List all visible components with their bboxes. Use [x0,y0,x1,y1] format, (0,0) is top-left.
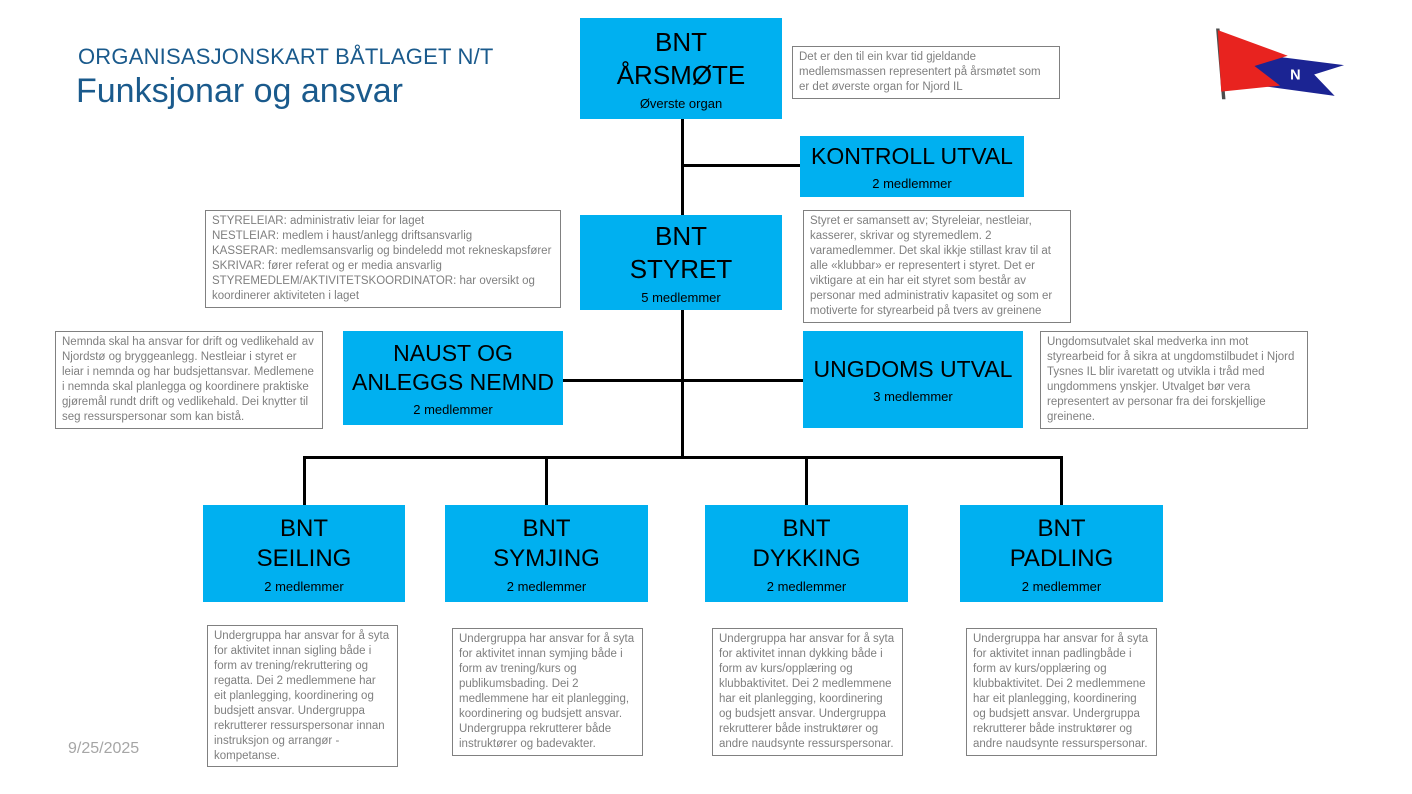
logo-red-burgee [1217,30,1288,92]
connector-kontroll-branch [681,164,800,167]
node-subtitle: 3 medlemmer [873,388,953,404]
connector-arsmote-styret [681,119,684,216]
note-seiling: Undergruppa har ansvar for å syta for ak… [207,625,398,768]
connector-drop-symjing [545,456,548,505]
note-styre-roller: STYRELEIAR: administrativ leiar for lage… [205,210,561,308]
node-title: PADLING [1009,544,1114,572]
chart-kicker-title: ORGANISASJONSKART BÅTLAGET N/T [78,44,494,69]
node-subtitle: 2 medlemmer [506,578,587,594]
node-title: BNT [655,221,707,251]
node-title: DYKKING [752,544,861,572]
logo-letter: N [1290,68,1300,84]
node-title: ANLEGGS NEMND [352,369,554,395]
connector-bottom-bar [303,456,1063,459]
club-burgee-logo: N [1216,28,1345,100]
node-title: UNGDOMS UTVAL [813,356,1013,383]
node-title: BNT [782,514,831,542]
node-subtitle: 2 medlemmer [1021,578,1102,594]
node-title: NAUST OG [393,340,513,367]
connector-styret-bar [681,310,684,459]
node-bnt-arsmote: BNT ÅRSMØTE Øverste organ [580,18,782,119]
node-subtitle: 2 medlemmer [413,401,493,417]
node-title: SEILING [256,544,352,572]
node-subtitle: 2 medlemmer [872,175,952,191]
node-naust-anleggs-nemnd: NAUST OG ANLEGGS NEMND 2 medlemmer [343,331,563,425]
node-subtitle: 2 medlemmer [766,578,847,594]
node-bnt-seiling: BNT SEILING 2 medlemmer [203,505,405,602]
note-arsmote: Det er den til ein kvar tid gjeldande me… [792,46,1060,99]
note-naust-nemnd: Nemnda skal ha ansvar for drift og vedli… [55,331,323,429]
connector-drop-padling [1060,456,1063,505]
node-title: BNT [280,514,328,542]
node-bnt-padling: BNT PADLING 2 medlemmer [960,505,1163,602]
connector-drop-seiling [303,456,306,505]
node-title: ÅRSMØTE [616,59,746,90]
node-title: SYMJING [493,544,600,572]
slide-date: 9/25/2025 [68,740,140,757]
note-dykking: Undergruppa har ansvar for å syta for ak… [712,628,903,756]
note-symjing: Undergruppa har ansvar for å syta for ak… [452,628,643,756]
node-subtitle: Øverste organ [639,96,723,111]
page-title: Funksjonar og ansvar [76,72,403,110]
node-subtitle: 2 medlemmer [264,578,344,594]
node-title: BNT [1037,514,1086,542]
node-title: BNT [655,27,707,57]
note-ungdoms-utval: Ungdomsutvalet skal medverka inn mot sty… [1040,331,1308,429]
note-padling: Undergruppa har ansvar for å syta for ak… [966,628,1157,756]
node-bnt-dykking: BNT DYKKING 2 medlemmer [705,505,908,602]
node-bnt-symjing: BNT SYMJING 2 medlemmer [445,505,648,602]
node-subtitle: 5 medlemmer [641,290,721,305]
connector-ungdoms-branch [684,379,803,382]
connector-naust-branch [563,379,681,382]
node-title: BNT [522,514,571,542]
node-ungdoms-utval: UNGDOMS UTVAL 3 medlemmer [803,331,1023,428]
node-bnt-styret: BNT STYRET 5 medlemmer [580,215,782,310]
node-title: KONTROLL UTVAL [811,143,1013,170]
connector-drop-dykking [805,456,808,505]
note-styret: Styret er samansett av; Styreleiar, nest… [803,210,1071,323]
node-title: STYRET [629,253,733,284]
node-kontroll-utval: KONTROLL UTVAL 2 medlemmer [800,136,1024,197]
